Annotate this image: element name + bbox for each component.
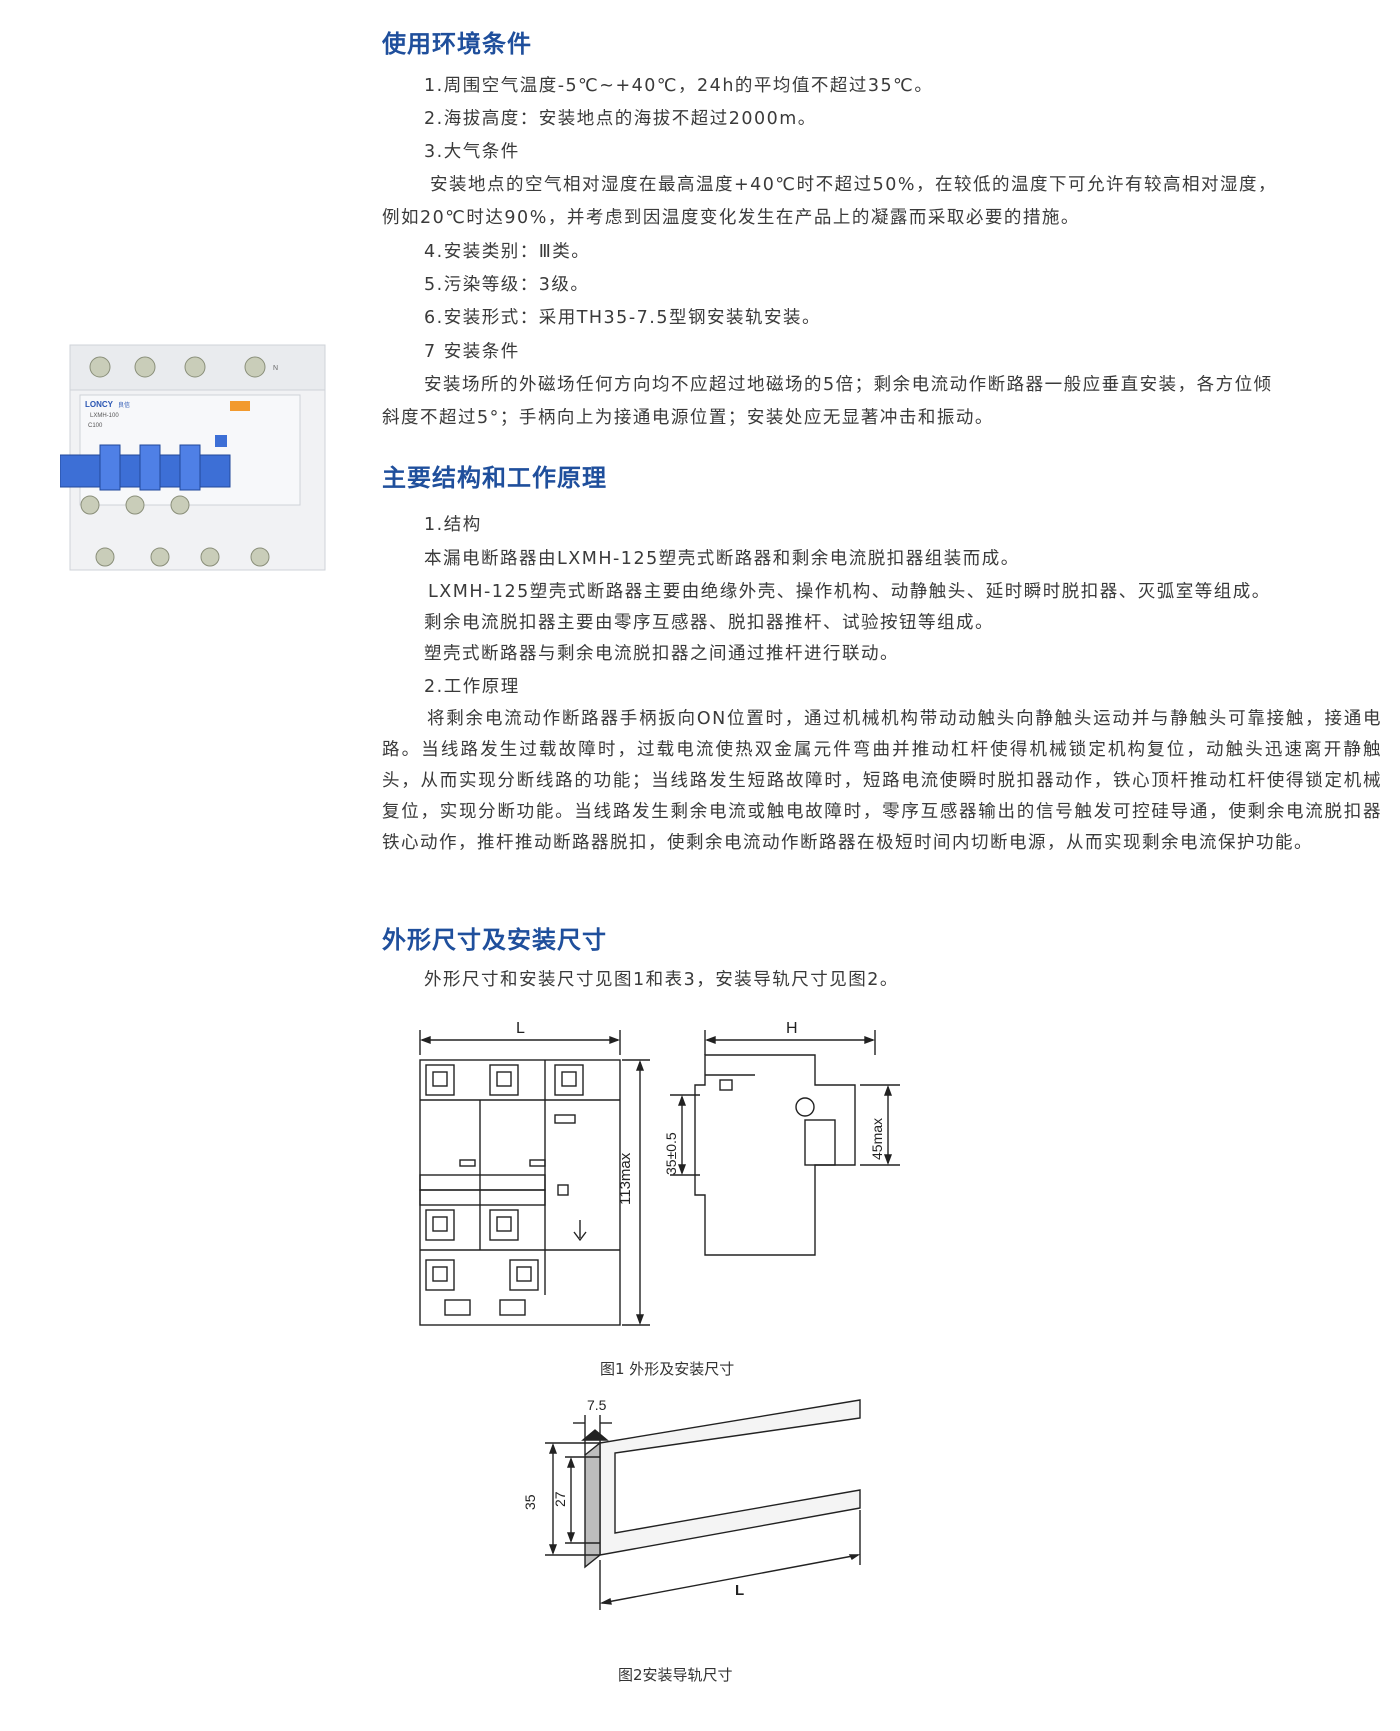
product-n-label: N	[273, 365, 278, 372]
structure-item-3: LXMH-125塑壳式断路器主要由绝缘外壳、操作机构、动静触头、延时瞬时脱扣器、…	[428, 582, 1271, 602]
section-title-dimensions: 外形尺寸及安装尺寸	[382, 926, 607, 954]
env-item-1: 1.周围空气温度-5℃~+40℃，24h的平均值不超过35℃。	[424, 76, 934, 96]
product-brand-suffix: 良信	[118, 401, 130, 409]
env-item-3-line2: 例如20℃时达90%，并考虑到因温度变化发生在产品上的凝露而采取必要的措施。	[382, 208, 1080, 228]
fig1-45-label: 45max	[869, 1118, 885, 1160]
product-brand: LONCY	[85, 400, 114, 409]
fig2-35-label: 35	[522, 1494, 538, 1510]
fig1-35-label: 35±0.5	[663, 1132, 679, 1175]
figure-1-caption: 图1 外形及安装尺寸	[600, 1360, 735, 1378]
section-title-environment: 使用环境条件	[382, 30, 532, 58]
fig1-L-label: L	[516, 1020, 525, 1037]
fig1-terminals	[425, 1064, 584, 1291]
fig2-L-label: L	[735, 1582, 744, 1599]
product-model: LXMH-100	[90, 413, 119, 419]
structure-item-6: 2.工作原理	[424, 677, 520, 697]
env-item-2: 2.海拔高度：安装地点的海拔不超过2000m。	[424, 109, 817, 129]
dims-intro: 外形尺寸和安装尺寸见图1和表3，安装导轨尺寸见图2。	[424, 970, 899, 990]
env-item-5: 5.污染等级：3级。	[424, 275, 590, 295]
fig2-75-label: 7.5	[587, 1397, 607, 1413]
fig1-113-label: 113max	[617, 1152, 634, 1205]
env-item-7-line1: 安装场所的外磁场任何方向均不应超过地磁场的5倍；剩余电流动作断路器一般应垂直安装…	[424, 375, 1273, 395]
section-title-structure: 主要结构和工作原理	[382, 464, 607, 492]
product-rating: C100	[88, 423, 103, 429]
env-item-3: 3.大气条件	[424, 142, 520, 162]
structure-item-1: 1.结构	[424, 515, 482, 535]
fig1-H-label: H	[786, 1020, 798, 1037]
principle-paragraph: 将剩余电流动作断路器手柄扳向ON位置时，通过机械机构带动动触头向静触头运动并与静…	[382, 709, 1382, 853]
fig2-27-label: 27	[552, 1491, 568, 1507]
structure-item-5: 塑壳式断路器与剩余电流脱扣器之间通过推杆进行联动。	[424, 644, 899, 664]
figure-2-caption: 图2安装导轨尺寸	[618, 1666, 733, 1684]
env-item-7: 7 安装条件	[424, 342, 520, 362]
structure-item-4: 剩余电流脱扣器主要由零序互感器、脱扣器推杆、试验按钮等组成。	[424, 613, 994, 633]
env-item-3-line1: 安装地点的空气相对湿度在最高温度+40℃时不超过50%，在较低的温度下可允许有较…	[430, 175, 1277, 195]
figure-1-drawing: L 113max H 35±0.5 45max	[419, 1020, 900, 1326]
product-image: LONCY 良信 LXMH-100 C100 N	[60, 344, 326, 571]
env-item-6: 6.安装形式：采用TH35-7.5型钢安装轨安装。	[424, 308, 821, 328]
structure-item-2: 本漏电断路器由LXMH-125塑壳式断路器和剩余电流脱扣器组装而成。	[424, 549, 1020, 569]
env-item-7-line2: 斜度不超过5°；手柄向上为接通电源位置；安装处应无显著冲击和振动。	[382, 408, 994, 428]
figure-2-drawing: 7.5 35 27 L	[522, 1397, 861, 1610]
env-item-4: 4.安装类别：Ⅲ类。	[424, 242, 591, 262]
